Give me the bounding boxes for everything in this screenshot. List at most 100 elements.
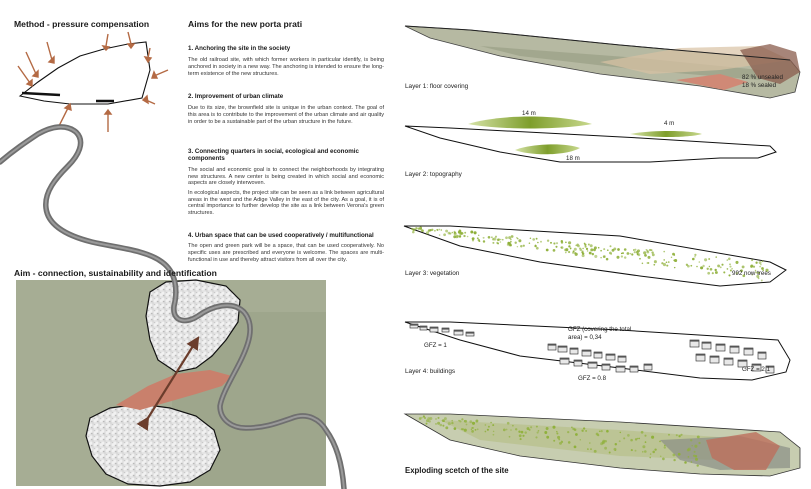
tree-dot <box>437 421 441 425</box>
tree-dot <box>761 260 764 263</box>
method-title: Method - pressure compensation <box>14 19 150 29</box>
building-roof <box>702 342 711 344</box>
tree-dot <box>475 419 479 423</box>
tree-dot <box>425 231 430 235</box>
tree-dot <box>582 427 586 430</box>
tree-dots <box>410 226 769 282</box>
tree-dot <box>754 269 757 272</box>
tree-dot <box>581 254 585 258</box>
tree-dot <box>589 442 591 444</box>
tree-dot <box>524 431 527 434</box>
tree-dot <box>623 437 626 440</box>
tree-dot <box>663 446 667 449</box>
tree-dot <box>590 448 592 450</box>
method-diagram <box>17 31 169 132</box>
aims-section-title: 4. Urban space that can be used cooperat… <box>188 232 374 239</box>
tree-dot <box>559 441 562 445</box>
tree-dot <box>429 417 433 420</box>
tree-dot <box>595 432 599 436</box>
tree-dot <box>606 249 609 252</box>
tree-dot <box>545 427 549 430</box>
tree-dot <box>694 457 699 461</box>
tree-dot <box>553 439 556 442</box>
tree-dot <box>418 417 422 420</box>
tree-dot <box>761 267 764 270</box>
tree-dot <box>690 461 693 463</box>
building-roof <box>630 366 638 368</box>
tree-dot <box>634 438 638 441</box>
hill-2 <box>630 131 702 137</box>
tree-dot <box>642 451 644 453</box>
tree-dot <box>482 236 485 239</box>
tree-dot <box>505 428 508 431</box>
tree-dot <box>616 255 620 259</box>
tree-dot <box>553 242 556 245</box>
tree-dot <box>457 230 461 234</box>
tree-dot <box>690 264 693 267</box>
tree-dot <box>755 271 758 274</box>
tree-dot <box>755 261 758 264</box>
pressure-arrows <box>17 31 169 132</box>
tree-dot <box>579 439 582 441</box>
tree-dot <box>565 241 567 244</box>
tree-dot <box>546 239 550 242</box>
tree-dot <box>458 235 462 238</box>
composite-tree-dots <box>418 415 701 467</box>
tree-dot <box>594 254 598 258</box>
tree-dot <box>484 424 487 426</box>
tree-dot <box>464 231 467 234</box>
tree-dot <box>757 271 760 275</box>
tree-dot <box>557 435 561 439</box>
tree-dot <box>522 434 525 437</box>
building-roof <box>588 362 597 364</box>
tree-dot <box>419 227 423 231</box>
tree-dot <box>493 237 497 241</box>
tree-dot <box>629 252 632 255</box>
tree-dot <box>560 246 563 249</box>
tree-dot <box>593 246 597 250</box>
tree-dot <box>418 227 420 230</box>
tree-dot <box>603 248 606 251</box>
tree-dot <box>510 235 514 238</box>
tree-dot <box>447 422 451 426</box>
building-roof <box>618 356 626 358</box>
tree-dot <box>564 248 567 252</box>
tree-dot <box>638 437 641 440</box>
tree-dot <box>672 453 676 457</box>
tree-dot <box>590 248 594 252</box>
tree-dot <box>502 238 504 241</box>
tree-dot <box>651 251 654 254</box>
tree-dot <box>575 252 578 256</box>
layer-1-label: Layer 1: floor covering <box>405 83 469 90</box>
building-roof <box>606 354 615 356</box>
tree-dot <box>750 265 753 268</box>
tree-dot <box>492 424 495 427</box>
layer-1-floor-covering <box>404 25 801 99</box>
tree-dot <box>486 428 489 431</box>
tree-dot <box>414 227 418 230</box>
tree-dot <box>663 259 665 261</box>
building-roof <box>410 324 418 326</box>
tree-dot <box>630 438 633 442</box>
tree-dot <box>535 246 539 250</box>
tree-dot <box>520 430 524 434</box>
tree-dot <box>670 256 673 259</box>
tree-dot <box>459 420 462 423</box>
tree-dot <box>633 251 636 254</box>
tree-dot <box>604 446 607 450</box>
tree-dot <box>706 267 709 270</box>
tree-dot <box>476 237 479 240</box>
tree-dot <box>536 431 539 434</box>
tree-dot <box>555 242 559 245</box>
tree-dot <box>412 228 416 232</box>
tree-dot <box>529 237 532 239</box>
tree-dot <box>512 424 514 427</box>
tree-dot <box>500 238 502 241</box>
tree-dot <box>447 231 451 235</box>
tree-dot <box>636 437 639 440</box>
tree-dot <box>619 431 622 434</box>
tree-dot <box>431 228 434 231</box>
building-roof <box>710 356 719 358</box>
tree-dot <box>740 269 743 273</box>
